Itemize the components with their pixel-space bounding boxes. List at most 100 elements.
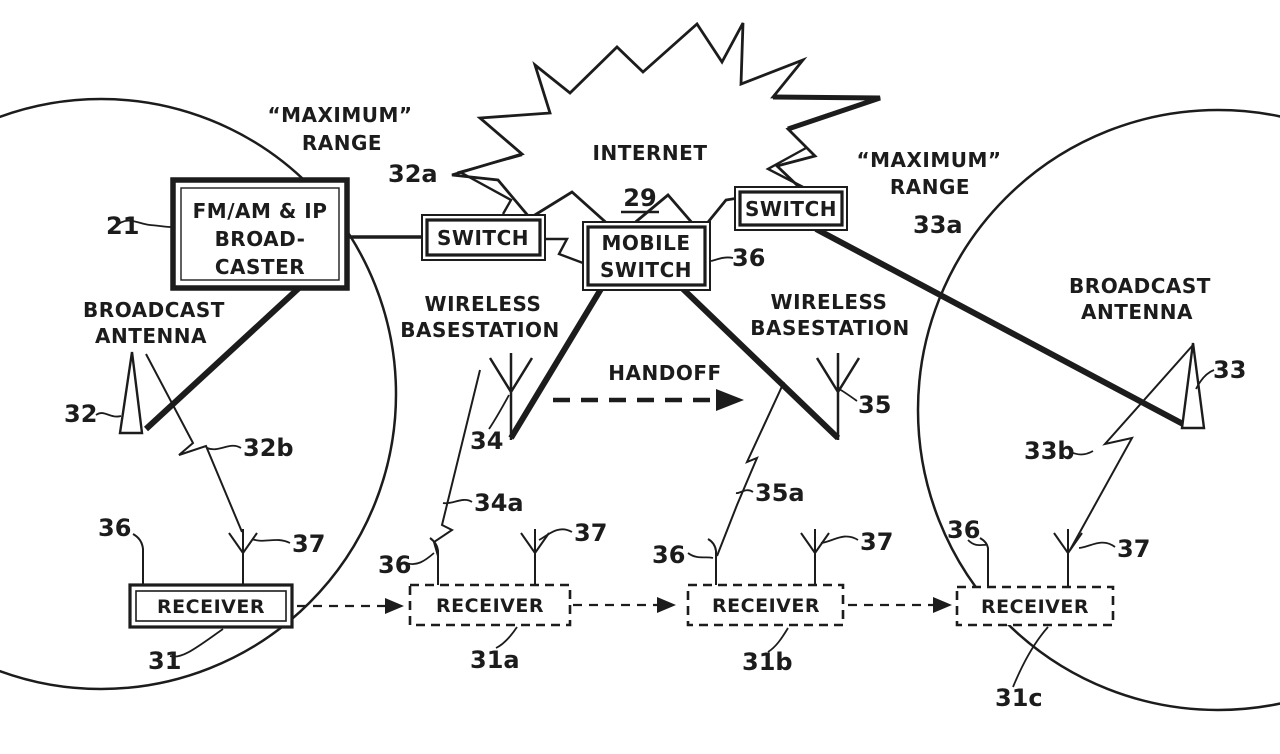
receiver-move-arrow-1-head [385,598,404,614]
basestation-antenna-34 [488,353,534,440]
receiver-31c-antenna-36 [979,537,989,587]
maximum-range-right-line2: RANGE [890,175,970,199]
broadcaster-label-line3: CASTER [215,255,305,279]
switch-right-label: SWITCH [745,197,837,221]
receiver-move-arrow-3-head [933,597,952,613]
switch-left-label: SWITCH [437,226,529,250]
receiver-31c-antenna-37 [1053,529,1083,587]
signal-bolt-35a [716,381,785,557]
switch-right-box: SWITCH [734,186,848,231]
maximum-range-circle-left [0,97,398,691]
leader-34 [488,394,510,430]
receiver-31a: RECEIVER [408,529,572,627]
handoff-label: HANDOFF [608,361,721,385]
wireless-basestation-right-line2: BASESTATION [750,316,910,340]
leader-36-r31a [403,552,435,566]
leader-32b [206,444,242,451]
switch-to-antenna33-line [814,226,1185,427]
ref-31a: 31a [470,646,520,674]
broadcast-antenna-right-line1: BROADCAST [1069,274,1211,298]
receiver-31a-antenna-37 [520,529,550,585]
mobile-switch-label-line1: MOBILE [602,231,691,255]
leader-37-r31a [538,528,573,541]
maximum-range-right-line1: “MAXIMUM” [856,148,1001,172]
handoff-arrow-head [716,389,744,411]
maximum-range-left-line2: RANGE [302,131,382,155]
broadcast-antenna-left-line1: BROADCAST [83,298,225,322]
leader-36-mobileswitch [710,256,734,262]
maximum-range-left-line1: “MAXIMUM” [267,103,412,127]
mobileswitch-to-basestation34-line [508,287,604,440]
ref-31c: 31c [995,684,1043,712]
broadcaster-label-line2: BROAD- [215,227,306,251]
signal-bolt-33b [1069,344,1194,551]
ref-35: 35 [858,391,891,419]
leader-32 [95,412,122,418]
mobileswitch-to-basestation35-line [680,286,841,441]
mobile-switch-box: MOBILE SWITCH [582,221,711,291]
wireless-basestation-left-line1: WIRELESS [425,292,542,316]
maximum-range-circle-right [916,108,1280,712]
broadcast-antenna-left-line2: ANTENNA [95,324,207,348]
wireless-basestation-left-line2: BASESTATION [400,318,560,342]
leader-31 [169,628,224,658]
signal-bolt-34a [432,369,481,557]
mobile-switch-label-line2: SWITCH [600,258,692,282]
ref-32b: 32b [243,434,294,462]
leader-35 [838,388,858,402]
broadcaster-box: FM/AM & IP BROAD- CASTER [170,177,350,291]
leader-33b [1070,450,1094,456]
leader-34a [442,499,473,505]
leader-33 [1195,369,1215,390]
signal-bolt-32b [145,353,243,533]
ref-29: 29 [623,184,656,212]
leader-35a [735,489,754,494]
leader-36-r31b [687,552,714,559]
broadcast-antenna-32-tower [118,351,144,435]
ref-36-r31a: 36 [378,551,411,579]
leader-37-r31c [1078,541,1116,549]
receiver-31b-antenna-37 [800,529,830,585]
internet-cloud-thick-edge [772,94,881,132]
broadcaster-to-antenna-line [143,284,303,432]
wireless-basestation-right-line1: WIRELESS [771,290,888,314]
leader-31c [1012,626,1049,688]
ref-36-r31b: 36 [652,541,685,569]
ref-37-r31: 37 [292,530,325,558]
broadcast-antenna-right-line2: ANTENNA [1081,300,1193,324]
ref-31b: 31b [742,648,793,676]
ref-37-r31b: 37 [860,528,893,556]
leader-31a [495,626,518,649]
ref-37-r31a: 37 [574,519,607,547]
receiver-31c: RECEIVER [955,529,1115,627]
ref-36-r31: 36 [98,514,131,542]
broadcast-antenna-33-tower [1180,342,1206,430]
ref-31: 31 [148,647,181,675]
leader-36-r31c [967,539,987,547]
ref-21: 21 [106,212,139,240]
receiver-31b-antenna-36 [707,538,717,585]
leader-21 [115,219,173,228]
receiver-31b-label: RECEIVER [712,595,820,617]
switch-left-box: SWITCH [421,214,546,261]
leader-37-r31 [251,538,291,544]
receiver-31-label: RECEIVER [157,596,265,618]
receiver-31: RECEIVER [128,529,294,629]
ref-34a: 34a [474,489,524,517]
receiver-31-antenna-37 [228,529,258,585]
receiver-31a-label: RECEIVER [436,595,544,617]
basestation-antenna-35 [815,353,861,440]
broadcaster-label-line1: FM/AM & IP [193,199,328,223]
receiver-31b: RECEIVER [686,529,845,627]
leader-37-r31b [820,535,859,544]
ref-36-mobileswitch: 36 [732,244,765,272]
leader-31b [767,627,789,653]
ref-34: 34 [470,427,503,455]
receiver-move-arrow-2-head [657,597,676,613]
internet-label: INTERNET [593,141,708,165]
receiver-31c-label: RECEIVER [981,596,1089,618]
switch-right-internet-link [765,146,807,189]
ref-37-r31c: 37 [1117,535,1150,563]
